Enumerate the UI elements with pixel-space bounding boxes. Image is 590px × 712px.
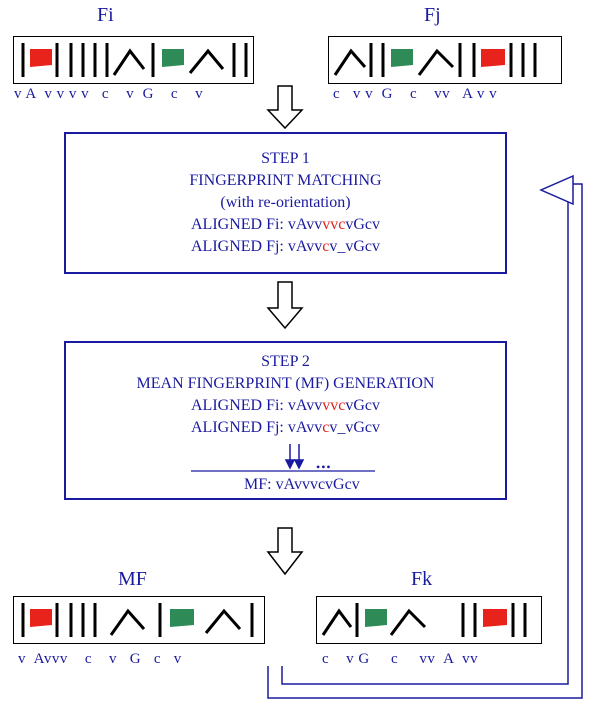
down-arrow-1-icon xyxy=(266,85,304,130)
fj-title: Fj xyxy=(424,4,441,26)
feedback-loop-inner-line xyxy=(281,195,573,685)
step2-aligned-fi: ALIGNED Fi: vAvvvvcvGcv xyxy=(190,397,381,414)
step1-fi-highlight: vvc xyxy=(322,216,346,233)
step2-mf-result: MF: vAvvvcvGcv xyxy=(244,476,360,493)
mf-sequence-label: v Avvv c v G c v xyxy=(18,651,182,667)
down-arrow-3-icon xyxy=(266,527,304,576)
step1-fj-highlight: c xyxy=(322,238,330,255)
step1-note: (with re-orientation) xyxy=(220,194,351,211)
step2-fj-highlight: c xyxy=(322,419,330,436)
fk-sequence-label: c v G c vv A vv xyxy=(322,651,479,667)
fingerprint-fj-strip xyxy=(328,36,562,84)
fingerprint-fk-strip xyxy=(316,596,542,644)
step1-aligned-fj: ALIGNED Fj: vAvvcv_vGcv xyxy=(190,238,381,255)
fingerprint-mf-strip xyxy=(13,596,265,644)
step2-box: STEP 2 MEAN FINGERPRINT (MF) GENERATION … xyxy=(64,341,507,500)
step2-heading: STEP 2 xyxy=(261,353,310,370)
fi-sequence-label: v A v v v v c v G c v xyxy=(14,86,204,102)
feedback-arrow-icon xyxy=(539,174,574,206)
mf-title: MF xyxy=(118,568,147,590)
step1-heading: STEP 1 xyxy=(261,150,310,167)
feedback-loop-line xyxy=(267,183,583,699)
step2-fi-highlight: vvc xyxy=(322,397,346,414)
down-arrow-2-icon xyxy=(266,281,304,330)
fj-sequence-label: c v v G c vv A v v xyxy=(333,86,498,102)
step1-aligned-fi: ALIGNED Fi: vAvvvvcvGcv xyxy=(190,216,381,233)
fk-title: Fk xyxy=(411,568,433,590)
step2-aligned-fj: ALIGNED Fj: vAvvcv_vGcv xyxy=(190,419,381,436)
step2-name: MEAN FINGERPRINT (MF) GENERATION xyxy=(136,375,435,392)
step1-box: STEP 1 FINGERPRINT MATCHING (with re-ori… xyxy=(64,132,507,274)
step1-name: FINGERPRINT MATCHING xyxy=(189,172,382,189)
fingerprint-fi-strip xyxy=(13,36,254,84)
fi-title: Fi xyxy=(97,4,114,26)
